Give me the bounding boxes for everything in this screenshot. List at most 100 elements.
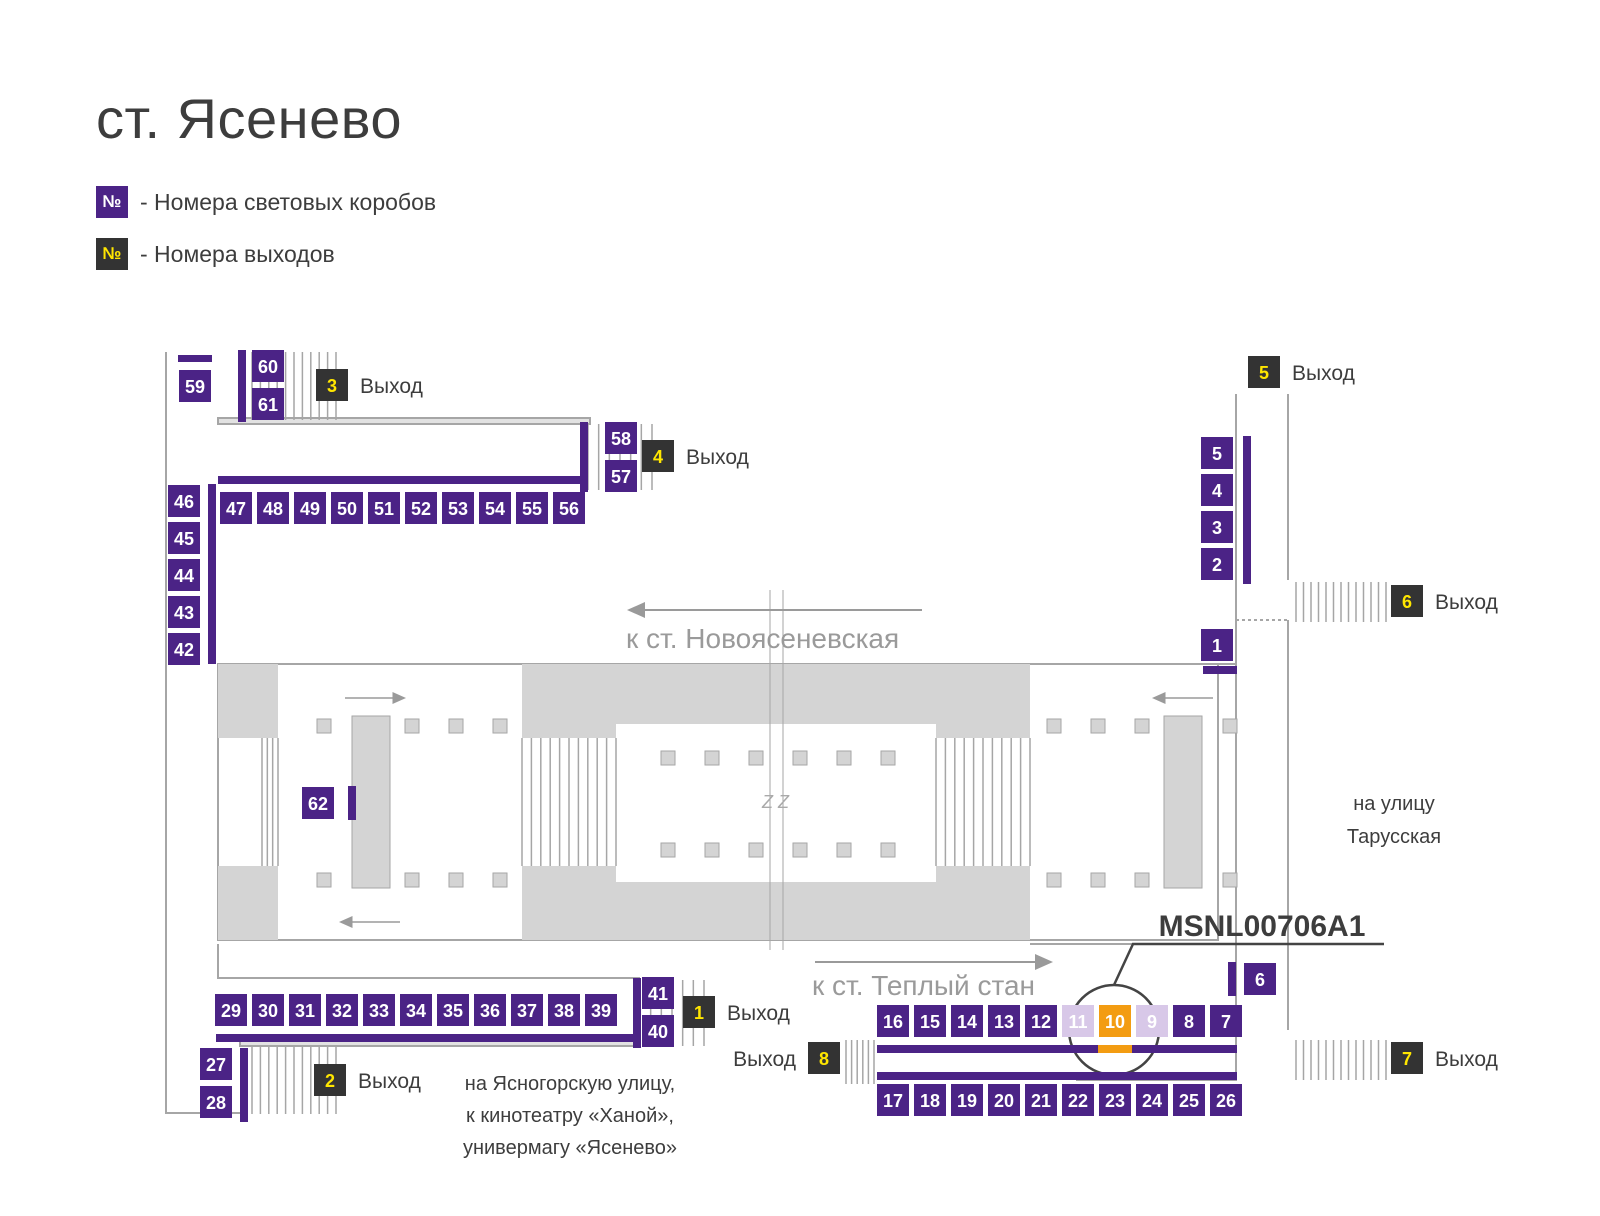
lightbox-21-tile bbox=[1025, 1084, 1057, 1116]
lightbox-55[interactable]: 55 bbox=[516, 492, 548, 524]
lightbox-41-label: 41 bbox=[648, 984, 668, 1004]
lightbox-37-tile bbox=[511, 994, 543, 1026]
lightbox-35[interactable]: 35 bbox=[437, 994, 469, 1026]
lightbox-62[interactable]: 62 bbox=[302, 787, 334, 819]
lightbox-17[interactable]: 17 bbox=[877, 1084, 909, 1116]
lightbox-58[interactable]: 58 bbox=[605, 422, 637, 454]
lightbox-31[interactable]: 31 bbox=[289, 994, 321, 1026]
lightbox-19[interactable]: 19 bbox=[951, 1084, 983, 1116]
lightbox-47[interactable]: 47 bbox=[220, 492, 252, 524]
lightbox-28[interactable]: 28 bbox=[200, 1086, 232, 1118]
lightbox-51[interactable]: 51 bbox=[368, 492, 400, 524]
lightbox-7[interactable]: 7 bbox=[1210, 1005, 1242, 1037]
lightbox-54[interactable]: 54 bbox=[479, 492, 511, 524]
lightbox-42[interactable]: 42 bbox=[168, 633, 200, 665]
lightbox-14[interactable]: 14 bbox=[951, 1005, 983, 1037]
column bbox=[448, 718, 464, 734]
lightbox-41[interactable]: 41 bbox=[642, 977, 674, 1009]
lightbox-9[interactable]: 9 bbox=[1136, 1005, 1168, 1037]
lightbox-40[interactable]: 40 bbox=[642, 1015, 674, 1047]
exit-2-number: 2 bbox=[325, 1071, 335, 1091]
lightbox-1-tile bbox=[1201, 629, 1233, 661]
lightbox-1[interactable]: 1 bbox=[1201, 629, 1233, 661]
lightbox-61-tile bbox=[252, 388, 284, 420]
lightbox-36[interactable]: 36 bbox=[474, 994, 506, 1026]
lightbox-34[interactable]: 34 bbox=[400, 994, 432, 1026]
lightbox-22[interactable]: 22 bbox=[1062, 1084, 1094, 1116]
lightbox-18[interactable]: 18 bbox=[914, 1084, 946, 1116]
lightbox-13-label: 13 bbox=[994, 1012, 1014, 1032]
lightbox-strip bbox=[216, 1034, 636, 1042]
lightbox-20[interactable]: 20 bbox=[988, 1084, 1020, 1116]
lightbox-43[interactable]: 43 bbox=[168, 596, 200, 628]
column bbox=[316, 872, 332, 888]
lightbox-strip bbox=[238, 350, 246, 422]
lightbox-24[interactable]: 24 bbox=[1136, 1084, 1168, 1116]
lightbox-8[interactable]: 8 bbox=[1173, 1005, 1205, 1037]
lightbox-3[interactable]: 3 bbox=[1201, 511, 1233, 543]
lightbox-59[interactable]: 59 bbox=[179, 370, 211, 402]
legend-exits-label: - Номера выходов bbox=[140, 240, 335, 267]
lightbox-14-tile bbox=[951, 1005, 983, 1037]
lightbox-12[interactable]: 12 bbox=[1025, 1005, 1057, 1037]
lightbox-24-tile bbox=[1136, 1084, 1168, 1116]
lightbox-6[interactable]: 6 bbox=[1244, 963, 1276, 995]
lightbox-2[interactable]: 2 bbox=[1201, 548, 1233, 580]
lightbox-32[interactable]: 32 bbox=[326, 994, 358, 1026]
exit-8-number: 8 bbox=[819, 1049, 829, 1069]
lightbox-52[interactable]: 52 bbox=[405, 492, 437, 524]
lightbox-15-tile bbox=[914, 1005, 946, 1037]
lightbox-46[interactable]: 46 bbox=[168, 485, 200, 517]
lightbox-44[interactable]: 44 bbox=[168, 559, 200, 591]
lightbox-61[interactable]: 61 bbox=[252, 388, 284, 420]
lightbox-56[interactable]: 56 bbox=[553, 492, 585, 524]
lightbox-30-tile bbox=[252, 994, 284, 1026]
lightbox-21[interactable]: 21 bbox=[1025, 1084, 1057, 1116]
lightbox-29[interactable]: 29 bbox=[215, 994, 247, 1026]
direction-bottom-label: к ст. Теплый стан bbox=[812, 970, 1035, 1001]
lightbox-4[interactable]: 4 bbox=[1201, 474, 1233, 506]
lightbox-11[interactable]: 11 bbox=[1062, 1005, 1094, 1037]
lightbox-50[interactable]: 50 bbox=[331, 492, 363, 524]
street-south-line-2: к кинотеатру «Ханой», bbox=[466, 1105, 674, 1127]
lightbox-53[interactable]: 53 bbox=[442, 492, 474, 524]
lightbox-15[interactable]: 15 bbox=[914, 1005, 946, 1037]
lightbox-23[interactable]: 23 bbox=[1099, 1084, 1131, 1116]
street-east-line-2: Тарусская bbox=[1347, 826, 1441, 848]
lightbox-26[interactable]: 26 bbox=[1210, 1084, 1242, 1116]
column bbox=[1090, 872, 1106, 888]
lightbox-29-label: 29 bbox=[221, 1001, 241, 1021]
lightbox-33-label: 33 bbox=[369, 1001, 389, 1021]
lightbox-10[interactable]: 10 bbox=[1099, 1005, 1131, 1037]
exit-3-label: Выход bbox=[360, 375, 423, 398]
lightbox-25-label: 25 bbox=[1179, 1091, 1199, 1111]
lightbox-13[interactable]: 13 bbox=[988, 1005, 1020, 1037]
lightbox-6-label: 6 bbox=[1255, 970, 1265, 990]
lightbox-9-tile bbox=[1136, 1005, 1168, 1037]
lightbox-30[interactable]: 30 bbox=[252, 994, 284, 1026]
lightbox-16[interactable]: 16 bbox=[877, 1005, 909, 1037]
lightbox-25[interactable]: 25 bbox=[1173, 1084, 1205, 1116]
lightbox-5[interactable]: 5 bbox=[1201, 437, 1233, 469]
lightbox-57[interactable]: 57 bbox=[605, 460, 637, 492]
lightbox-60[interactable]: 60 bbox=[252, 350, 284, 382]
lightbox-33[interactable]: 33 bbox=[363, 994, 395, 1026]
lightbox-49[interactable]: 49 bbox=[294, 492, 326, 524]
lightbox-27[interactable]: 27 bbox=[200, 1048, 232, 1080]
lightbox-37[interactable]: 37 bbox=[511, 994, 543, 1026]
lightbox-39[interactable]: 39 bbox=[585, 994, 617, 1026]
lightbox-25-tile bbox=[1173, 1084, 1205, 1116]
lightbox-36-label: 36 bbox=[480, 1001, 500, 1021]
lightbox-48[interactable]: 48 bbox=[257, 492, 289, 524]
lightbox-38[interactable]: 38 bbox=[548, 994, 580, 1026]
lightbox-45[interactable]: 45 bbox=[168, 522, 200, 554]
